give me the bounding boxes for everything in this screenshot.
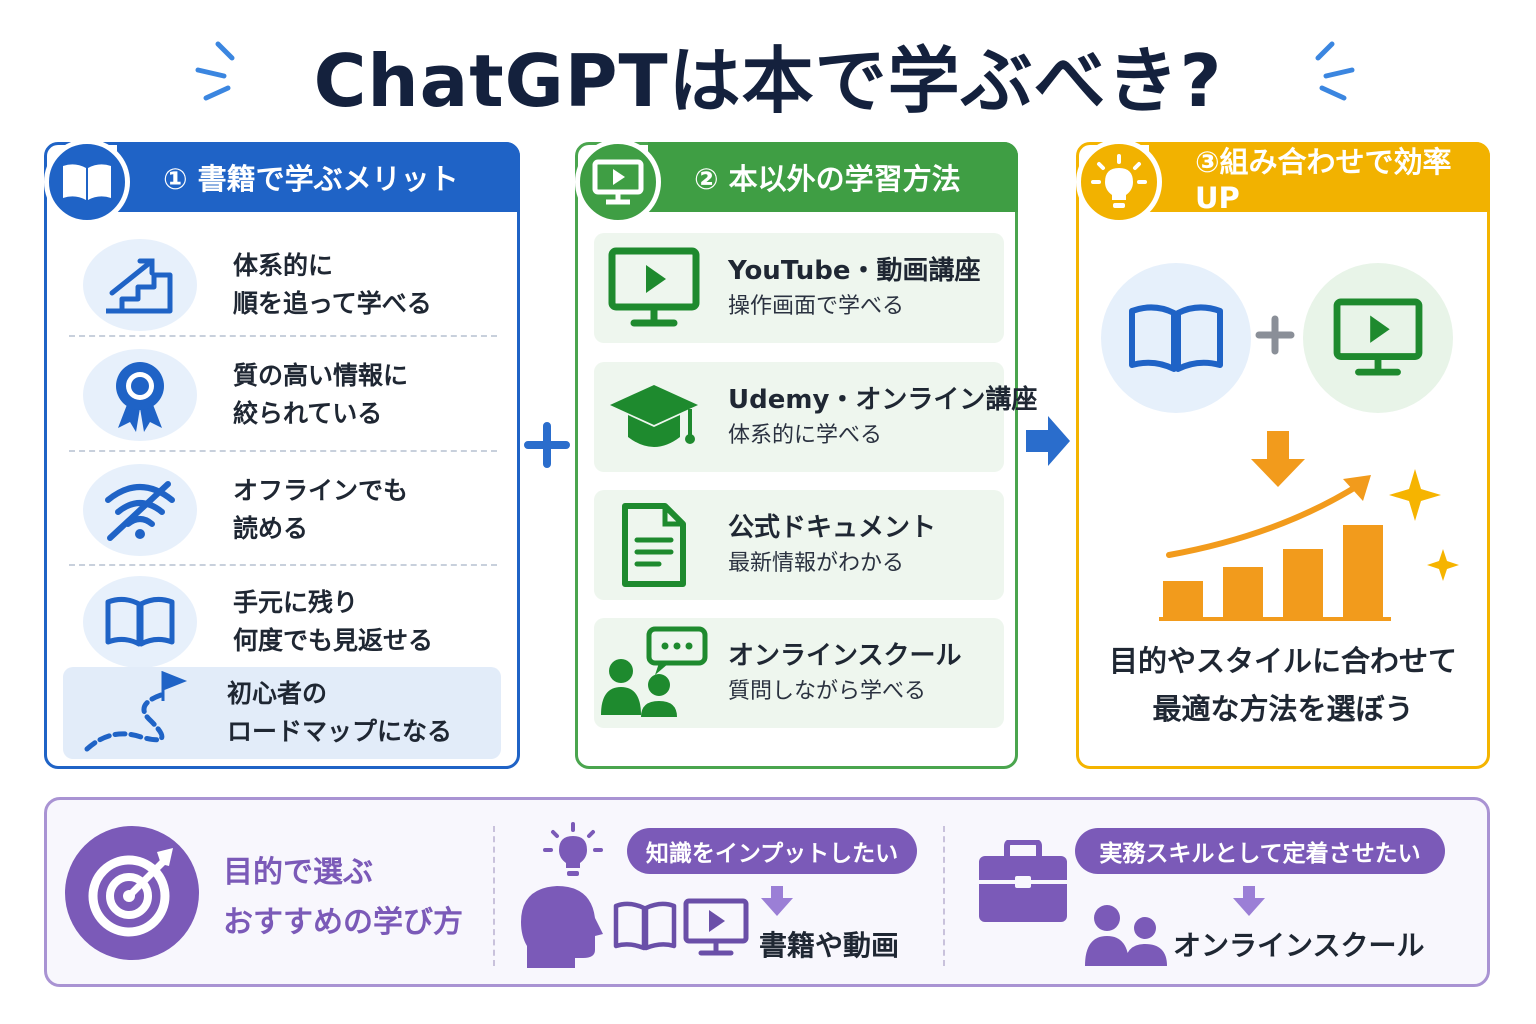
down-arrow-small-icon (1233, 886, 1265, 916)
no-wifi-icon (83, 464, 197, 556)
method-subtitle: 質問しながら学べる (728, 679, 927, 704)
method-title: オンラインスクール (728, 641, 962, 671)
method-title: 公式ドキュメント (728, 513, 937, 543)
page-title: ChatGPTは本で学ぶべき? (313, 39, 1223, 123)
other-methods-heading: ② 本以外の学習方法 (648, 142, 1018, 212)
award-ribbon-icon (83, 349, 197, 441)
merit-line2: 読める (233, 514, 309, 543)
purpose-label-line1: 目的で選ぶ (223, 855, 373, 890)
answer-books-videos: 書籍や動画 (759, 929, 900, 962)
purpose-label: 目的で選ぶ おすすめの学び方 (223, 848, 463, 948)
combine-heading: ③組み合わせで効率UP (1149, 142, 1490, 215)
book-outline-icon (613, 901, 677, 951)
purpose-bar: 目的で選ぶ おすすめの学び方 知識をインプットしたい 書籍や動画 実務スキルとし… (44, 797, 1490, 987)
merit-line1: 体系的に (233, 251, 334, 280)
merit-item-highlight: 初心者のロードマップになる (63, 667, 501, 759)
right-arrow-icon (1026, 416, 1070, 466)
method-subtitle: 操作画面で学べる (728, 294, 905, 319)
merit-item: オフラインでも読める (67, 454, 497, 566)
goal-skill-pill: 実務スキルとして定着させたい (1075, 828, 1445, 874)
answer-online-school: オンラインスクール (1173, 929, 1425, 962)
open-book-icon (83, 576, 197, 668)
document-icon (594, 502, 714, 588)
title-spark-left-icon (195, 41, 235, 101)
merit-line2: 何度でも見返せる (233, 626, 434, 655)
method-title: Udemy・オンライン講座 (728, 385, 1038, 415)
method-item: YouTube・動画講座操作画面で学べる (594, 233, 1004, 343)
method-item: 公式ドキュメント最新情報がわかる (594, 490, 1004, 600)
merit-line2: 順を追って学べる (233, 289, 432, 318)
briefcase-icon (979, 840, 1067, 922)
chat-people-icon (594, 625, 714, 721)
combine-message: 目的やスタイルに合わせて 最適な方法を選ぼう (1079, 637, 1487, 733)
combine-message-line1: 目的やスタイルに合わせて (1108, 644, 1457, 678)
head-silhouette-icon (521, 886, 603, 968)
merit-line2: 絞られている (233, 399, 383, 428)
growth-chart-icon (1159, 469, 1459, 621)
monitor-outline-icon (683, 898, 749, 956)
goal-input-pill: 知識をインプットしたい (627, 828, 917, 874)
graduation-cap-icon (594, 377, 714, 457)
merit-line1: 初心者の (227, 679, 328, 708)
merits-heading: ① 書籍で学ぶメリット (117, 142, 520, 212)
method-title: YouTube・動画講座 (728, 256, 981, 286)
down-arrow-small-icon (761, 886, 793, 916)
method-item: オンラインスクール質問しながら学べる (594, 618, 1004, 728)
lightbulb-badge-icon (1076, 139, 1162, 225)
plus-gray-icon (1255, 315, 1295, 355)
combine-panel: ③組み合わせで効率UP 目的やスタイルに合わせて 最適な方法を選ぼう (1076, 139, 1490, 769)
merit-line1: オフラインでも (233, 476, 409, 505)
book-badge-icon (44, 139, 130, 225)
video-circle-icon (1303, 263, 1453, 413)
stairs-arrow-icon (83, 239, 197, 331)
title-spark-right-icon (1315, 41, 1355, 101)
lightbulb-icon (543, 822, 603, 876)
merit-item: 手元に残り何度でも見返せる (67, 566, 497, 678)
merit-line1: 質の高い情報に (233, 361, 409, 390)
combine-message-line2: 最適な方法を選ぼう (1152, 692, 1414, 726)
method-subtitle: 体系的に学べる (728, 423, 883, 448)
merits-panel: ① 書籍で学ぶメリット 体系的に順を追って学べる 質の高い情報に絞られている オ… (44, 139, 520, 769)
down-arrow-icon (1251, 431, 1305, 487)
merit-item: 質の高い情報に絞られている (67, 339, 497, 451)
other-methods-panel: ② 本以外の学習方法 YouTube・動画講座操作画面で学べる Udemy・オン… (575, 139, 1037, 769)
method-subtitle: 最新情報がわかる (728, 551, 905, 576)
target-icon (65, 826, 199, 960)
book-circle-icon (1101, 263, 1251, 413)
people-icon (1085, 905, 1167, 966)
merit-line1: 手元に残り (233, 588, 359, 617)
method-item: Udemy・オンライン講座体系的に学べる (594, 362, 1037, 472)
video-monitor-icon (594, 247, 714, 329)
roadmap-flag-icon (71, 671, 201, 755)
plus-icon (524, 422, 570, 468)
merit-line2: ロードマップになる (227, 717, 453, 746)
merit-item: 体系的に順を追って学べる (67, 229, 497, 341)
monitor-badge-icon (575, 139, 661, 225)
purpose-label-line2: おすすめの学び方 (223, 905, 463, 940)
